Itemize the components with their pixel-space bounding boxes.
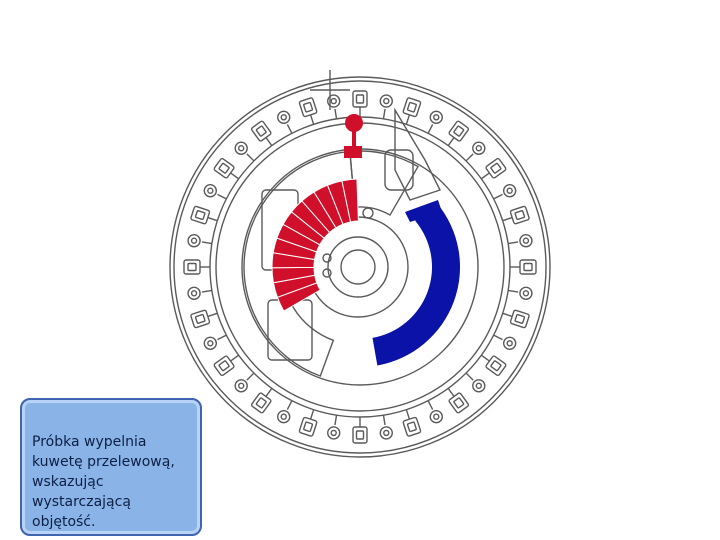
cuvette-port — [203, 184, 218, 198]
cuvette — [183, 259, 201, 275]
feed-channel — [493, 334, 503, 341]
cuvette-port — [187, 234, 201, 248]
feed-channel — [217, 193, 227, 200]
cuvette-port — [327, 94, 341, 108]
cuvette-ring-inner — [209, 116, 511, 418]
cuvette-port — [472, 379, 486, 393]
cuvette-port — [429, 110, 443, 125]
cuvette-port — [429, 409, 443, 424]
feed-channel — [405, 114, 411, 125]
feed-channel — [309, 114, 315, 125]
feed-channel — [334, 415, 338, 426]
feed-channel — [508, 241, 519, 245]
cuvette — [519, 259, 537, 275]
feed-channel — [447, 137, 455, 147]
cuvette-port — [187, 286, 201, 300]
callout-box: Próbka wypelnia kuwetę przelewową, wskaz… — [20, 398, 202, 536]
feed-channel — [382, 108, 386, 119]
cuvette-port — [519, 286, 533, 300]
feed-channel — [207, 312, 218, 318]
cuvette — [213, 355, 235, 377]
feed-channel — [201, 241, 212, 245]
feed-channel — [502, 312, 513, 318]
feed-channel — [480, 172, 490, 180]
cuvette — [298, 97, 318, 118]
cuvette — [509, 309, 530, 329]
lower-chamber — [267, 299, 313, 361]
cuvette — [352, 90, 368, 108]
sample-fill — [271, 178, 359, 312]
cuvette — [448, 392, 470, 414]
cuvette-port — [277, 409, 291, 424]
feed-channel — [207, 216, 218, 222]
cuvette-port — [203, 336, 218, 350]
feed-channel — [265, 387, 273, 397]
sample-fill-segment — [341, 178, 359, 223]
cuvette — [485, 157, 507, 179]
cuvette — [352, 426, 368, 444]
cuvette-port — [519, 234, 533, 248]
feed-channel — [502, 216, 513, 222]
callout-text: Próbka wypelnia kuwetę przelewową, wskaz… — [32, 434, 175, 530]
feed-channel — [201, 289, 212, 293]
feed-channel — [309, 409, 315, 420]
overflow-fill — [372, 200, 460, 366]
cuvette-port — [379, 94, 393, 108]
cuvette — [250, 392, 272, 414]
feed-channel — [447, 387, 455, 397]
overflow-inlet — [405, 200, 442, 222]
feed-channel — [480, 354, 490, 362]
feed-channel — [286, 124, 293, 134]
feed-channel — [405, 409, 411, 420]
feed-channel — [286, 400, 293, 410]
feed-channel — [382, 415, 386, 426]
hub-inner — [327, 236, 389, 298]
outer-rim — [169, 76, 551, 458]
diluent-chamber — [394, 107, 441, 201]
feed-channel — [246, 153, 255, 162]
feed-channel — [465, 153, 474, 162]
feed-channel — [508, 289, 519, 293]
hub-core — [340, 249, 376, 285]
sample-port — [344, 114, 363, 158]
cuvette-port — [234, 141, 248, 155]
distribution-ring — [215, 122, 505, 412]
cuvette — [509, 205, 530, 225]
cuvette — [402, 97, 422, 118]
feed-channel — [427, 124, 434, 134]
outer-rim-inner — [173, 80, 547, 454]
feed-channel — [246, 372, 255, 381]
cuvette — [250, 120, 272, 142]
feed-channel — [265, 137, 273, 147]
cuvette — [298, 416, 318, 437]
cuvette-port — [277, 110, 291, 125]
feed-channel — [230, 354, 240, 362]
feed-channel — [465, 372, 474, 381]
cuvette-port — [502, 184, 517, 198]
cuvette — [190, 205, 211, 225]
cuvette-port — [234, 379, 248, 393]
feed-channel — [230, 172, 240, 180]
feed-channel — [427, 400, 434, 410]
cuvette — [190, 309, 211, 329]
overflow-arc — [372, 202, 460, 366]
cuvette — [213, 157, 235, 179]
cuvette-port — [502, 336, 517, 350]
feed-channel — [334, 108, 338, 119]
cuvette-port — [472, 141, 486, 155]
feed-channel — [217, 334, 227, 341]
cuvette-port — [379, 426, 393, 440]
cuvette-port — [327, 426, 341, 440]
overflow-well — [384, 149, 414, 191]
feed-channel — [493, 193, 503, 200]
cuvette — [485, 355, 507, 377]
cuvette — [448, 120, 470, 142]
cuvette — [402, 416, 422, 437]
